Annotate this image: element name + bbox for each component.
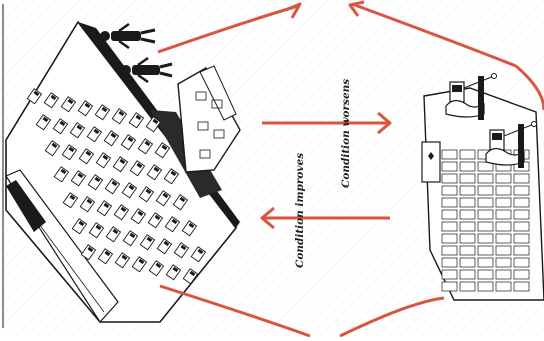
condition-improves-label: Condition improves [294, 168, 306, 268]
icu-room [442, 234, 457, 243]
icu-room [496, 198, 511, 207]
icu-room [496, 258, 511, 267]
icu-room [478, 258, 493, 267]
icu-room [478, 222, 493, 231]
icu-room [478, 270, 493, 279]
icu-room [514, 246, 529, 255]
icu-room [460, 234, 475, 243]
icu-room [460, 222, 475, 231]
icu-room [496, 270, 511, 279]
icu-room [478, 198, 493, 207]
icu-room [496, 210, 511, 219]
icu-room [514, 222, 529, 231]
icu-room [478, 234, 493, 243]
icu-room [478, 174, 493, 183]
icu-room [496, 222, 511, 231]
icu-room [460, 150, 475, 159]
icu-room [460, 270, 475, 279]
icu-room [442, 222, 457, 231]
icu-room [460, 198, 475, 207]
icu-room [460, 246, 475, 255]
icu-room [514, 270, 529, 279]
icu-room [496, 174, 511, 183]
icu-room [478, 210, 493, 219]
icu-room [478, 246, 493, 255]
icu-room [514, 282, 529, 291]
icu-room [442, 186, 457, 195]
icu-room [460, 282, 475, 291]
icu-room [514, 258, 529, 267]
icu-room [460, 174, 475, 183]
icu-room [460, 162, 475, 171]
icu-room [514, 174, 529, 183]
icu-room [514, 210, 529, 219]
icu-room [514, 198, 529, 207]
icu-room [442, 150, 457, 159]
icu-room [442, 270, 457, 279]
icu-room [442, 198, 457, 207]
icu-room [442, 174, 457, 183]
condition-worsens-label: Condition worsens [340, 88, 352, 188]
icu-room [442, 210, 457, 219]
icu-room [514, 186, 529, 195]
icu-room [514, 234, 529, 243]
icu-room [460, 186, 475, 195]
icu-room [478, 186, 493, 195]
icu-room [496, 282, 511, 291]
icu-room [442, 246, 457, 255]
icu-room [442, 282, 457, 291]
icu-room [496, 246, 511, 255]
icu-room [442, 162, 457, 171]
icu-room [496, 234, 511, 243]
icu-room [460, 210, 475, 219]
icu-room [496, 186, 511, 195]
icu-room [478, 282, 493, 291]
icu-room [442, 258, 457, 267]
icu-room [460, 258, 475, 267]
